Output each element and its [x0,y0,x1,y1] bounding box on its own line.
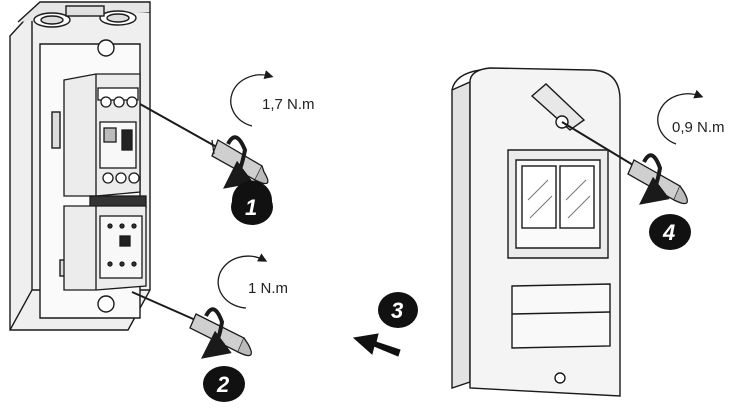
step-badge: 1 [231,180,273,225]
step-number: 1 [245,195,257,220]
contactor [63,195,147,291]
torque-label: 1,7 N.m [262,96,315,113]
circuit-breaker [63,73,141,197]
rotate-clockwise-icon [223,135,254,189]
rotate-clockwise-icon [201,307,232,359]
torque-label: 0,9 N.m [672,119,725,136]
step-number: 3 [391,298,403,323]
rotate-clockwise-icon [657,89,704,145]
enclosure-cover [451,67,621,397]
torque-label: 1 N.m [248,280,288,297]
step-number: 2 [216,372,230,397]
step-badge: 2 [203,366,245,402]
screwdriver-icon [139,103,269,185]
push-arrow-icon [352,333,401,357]
step-number: 4 [662,220,675,245]
rotate-clockwise-icon [639,153,670,205]
step-badge: 4 [649,214,691,250]
step-badge: 3 [378,292,418,328]
rotate-clockwise-icon [230,70,274,127]
rotate-clockwise-icon [217,253,268,309]
screwdriver-icon [131,291,252,357]
